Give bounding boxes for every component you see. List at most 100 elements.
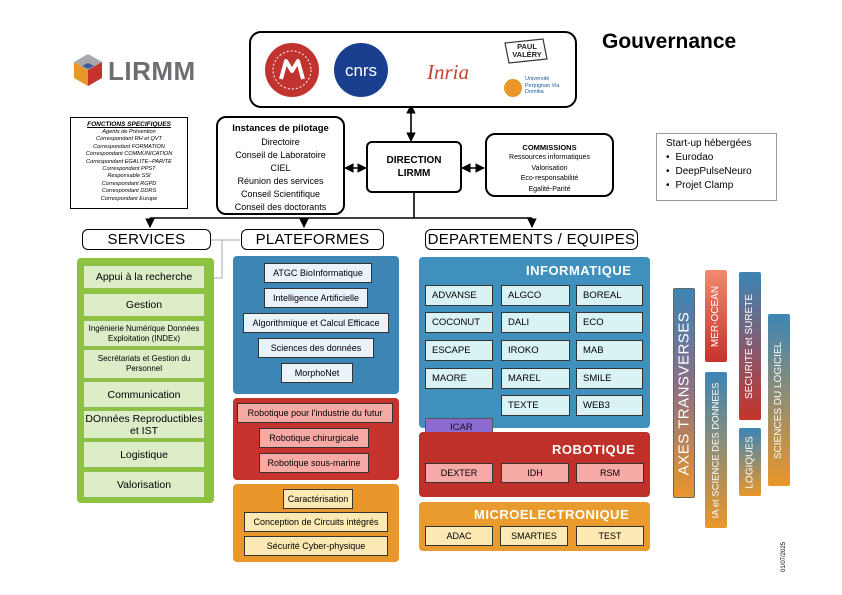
- informatique-team[interactable]: MAREL: [501, 368, 570, 389]
- microelectronique-team[interactable]: SMARTIES: [500, 526, 568, 546]
- axes-transverses-title: AXES TRANSVERSES: [673, 288, 695, 498]
- svg-text:cnrs: cnrs: [345, 61, 377, 80]
- paul-valery-badge-icon: [504, 38, 548, 64]
- perpignan-logo: Université Perpignan Via Domitia: [503, 75, 573, 101]
- commission-item[interactable]: Valorisation: [531, 164, 568, 172]
- plateforme-blue-item[interactable]: Algorithmique et Calcul Efficace: [243, 313, 389, 333]
- startup-box: Start-up hébergées •Eurodao•DeepPulseNeu…: [656, 133, 777, 201]
- fonction-item: Correspondant EGALITE--PARITE: [86, 158, 172, 165]
- fonction-item: Correspondant PPST: [102, 166, 156, 173]
- informatique-team[interactable]: SMILE: [576, 368, 643, 389]
- microelectronique-title: MICROELECTRONIQUE: [474, 507, 630, 522]
- service-item[interactable]: Gestion: [83, 293, 205, 317]
- montpellier-logo: [265, 43, 319, 97]
- commissions-title: COMMISSIONS: [522, 143, 577, 152]
- plateforme-orange-item[interactable]: Conception de Circuits intégrés: [244, 512, 388, 532]
- direction-line2: LIRMM: [397, 168, 431, 179]
- startup-item[interactable]: •DeepPulseNeuro: [666, 165, 776, 179]
- startup-item[interactable]: • Eurodao: [666, 151, 776, 165]
- axe-sciences-logiciel[interactable]: SCIENCES DU LOGICIEL: [768, 314, 790, 486]
- informatique-team[interactable]: IROKO: [501, 340, 570, 361]
- bullet-icon: •: [666, 152, 670, 163]
- instance-item[interactable]: Conseil de Laboratoire: [235, 150, 326, 160]
- instance-item[interactable]: Conseil Scientifique: [240, 189, 321, 199]
- informatique-team[interactable]: MAORE: [425, 368, 493, 389]
- instance-item[interactable]: Réunion des services: [237, 176, 324, 186]
- microelectronique-team[interactable]: ADAC: [425, 526, 493, 546]
- plateforme-blue-item[interactable]: MorphoNet: [281, 363, 353, 383]
- lirmm-logo: LIRMM: [70, 52, 200, 88]
- startup-label: DeepPulseNeuro: [675, 166, 752, 177]
- fonctions-title: FONCTIONS SPECIFIQUES: [87, 121, 171, 128]
- instance-item[interactable]: Directoire: [261, 137, 300, 147]
- plateforme-blue-item[interactable]: Intelligence Artificielle: [264, 288, 368, 308]
- robotique-team[interactable]: RSM: [576, 463, 644, 483]
- cnrs-logo: cnrs: [334, 43, 388, 97]
- fonction-item: Correspondant COMMUNICATION: [85, 151, 173, 158]
- axe-ia-science-donnees[interactable]: IA et SCIENCE DES DONNEES: [705, 372, 727, 528]
- instance-item[interactable]: CIEL: [270, 163, 291, 173]
- perpignan-emblem-icon: [504, 79, 522, 97]
- service-item[interactable]: Communication: [83, 381, 205, 408]
- direction-box[interactable]: DIRECTION LIRMM: [366, 141, 462, 193]
- plateforme-orange-item[interactable]: Caractérisation: [283, 489, 353, 509]
- informatique-team[interactable]: COCONUT: [425, 312, 493, 333]
- robotique-team[interactable]: IDH: [501, 463, 569, 483]
- informatique-title: INFORMATIQUE: [526, 263, 632, 278]
- informatique-team[interactable]: WEB3: [576, 395, 643, 416]
- informatique-team[interactable]: ECO: [576, 312, 643, 333]
- informatique-team[interactable]: MAB: [576, 340, 643, 361]
- service-item[interactable]: Secrétariats et Gestion du Personnel: [83, 349, 205, 379]
- commission-item[interactable]: Egalité-Parité: [528, 185, 571, 193]
- partner-logos-box: cnrs Inria PAUL VALÉRY Université Perpig…: [249, 31, 577, 108]
- service-item[interactable]: DOnnées Reproductibles et IST: [83, 410, 205, 439]
- informatique-team[interactable]: ALGCO: [501, 285, 570, 306]
- robotique-team[interactable]: DEXTER: [425, 463, 493, 483]
- service-item[interactable]: Ingénierie Numérique Données Exploitatio…: [83, 320, 205, 347]
- fonction-item: Agents de Prévention: [102, 129, 156, 135]
- plateforme-orange-item[interactable]: Sécurité Cyber-physique: [244, 536, 388, 556]
- informatique-team[interactable]: ADVANSE: [425, 285, 493, 306]
- departements-header[interactable]: DEPARTEMENTS / EQUIPES: [425, 229, 638, 250]
- informatique-team[interactable]: DALI: [501, 312, 570, 333]
- lirmm-logo-text: LIRMM: [108, 56, 196, 86]
- date-stamp: 01/07/2025: [781, 541, 788, 573]
- services-header[interactable]: SERVICES: [82, 229, 211, 250]
- plateforme-red-item[interactable]: Robotique pour l'industrie du futur: [237, 403, 393, 423]
- commission-item[interactable]: Eco-responsabilité: [520, 175, 579, 182]
- axe-mer-ocean[interactable]: MER-OCEAN: [705, 270, 727, 362]
- fonction-item: Correspondant FORMATION: [93, 143, 165, 150]
- plateforme-red-item[interactable]: Robotique sous-marine: [259, 453, 369, 473]
- startup-label: Eurodao: [675, 152, 714, 163]
- axe-logiques[interactable]: LOGIQUES: [739, 428, 761, 496]
- startup-label: Projet Clamp: [675, 180, 734, 191]
- startup-item[interactable]: •Projet Clamp: [666, 179, 776, 193]
- inria-logo: Inria: [427, 60, 469, 84]
- plateforme-red-item[interactable]: Robotique chirurgicale: [259, 428, 369, 448]
- page-title: Gouvernance: [602, 30, 737, 53]
- plateforme-blue-item[interactable]: Sciences des données: [258, 338, 374, 358]
- instance-item[interactable]: Conseil des doctorants: [234, 202, 327, 212]
- informatique-team[interactable]: BOREAL: [576, 285, 643, 306]
- informatique-team[interactable]: ESCAPE: [425, 340, 493, 361]
- commission-item[interactable]: Ressources informatiques: [509, 154, 590, 161]
- fonction-item: Correspondant RGPD: [101, 180, 157, 187]
- plateformes-header[interactable]: PLATEFORMES: [241, 229, 384, 250]
- axe-securite-surete[interactable]: SECURITE et SURETE: [739, 272, 761, 420]
- informatique-team[interactable]: TEXTE: [501, 395, 570, 416]
- fonction-item: Correspondant RH et QVT: [96, 136, 162, 143]
- direction-line1: DIRECTION: [386, 155, 442, 166]
- plateforme-blue-item[interactable]: ATGC BioInformatique: [264, 263, 372, 283]
- instances-title: Instances de pilotage: [232, 123, 329, 134]
- fonction-item: Correspondant Europe: [100, 195, 158, 202]
- microelectronique-team[interactable]: TEST: [576, 526, 644, 546]
- service-item[interactable]: Logistique: [83, 441, 205, 468]
- service-item[interactable]: Valorisation: [83, 471, 205, 498]
- lirmm-cube-icon: [74, 54, 102, 86]
- service-item[interactable]: Appui à la recherche: [83, 265, 205, 289]
